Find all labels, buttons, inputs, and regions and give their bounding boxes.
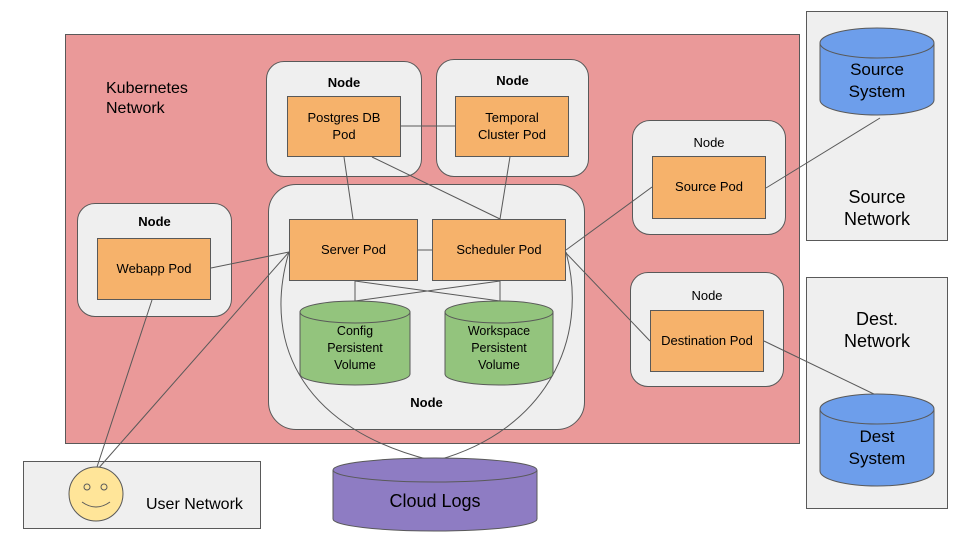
user-network [23, 461, 261, 529]
node-webapp-label: Node [138, 214, 171, 229]
workspace-volume-line2: Persistent [471, 340, 527, 355]
temporal-pod-line1: Temporal [485, 109, 539, 125]
destination-pod: Destination Pod [650, 310, 764, 372]
user-network-label: User Network [146, 496, 243, 513]
edge-server-user [96, 251, 290, 471]
source-system-label: Source System [820, 58, 934, 104]
node-destination-label: Node [691, 288, 723, 303]
config-volume-cylinder [299, 300, 411, 386]
workspace-volume-line3: Volume [478, 357, 520, 372]
webapp-pod: Webapp Pod [97, 238, 211, 300]
config-volume-line1: Config [336, 323, 374, 338]
node-postgres-label: Node [327, 75, 361, 90]
edge-destination-system [763, 340, 879, 397]
edge-postgres-scheduler [371, 156, 501, 220]
dest-system-label-line1: Dest [859, 427, 895, 446]
edge-server-logs [280, 251, 431, 461]
kubernetes-network-label: Kubernetes Network [106, 79, 188, 119]
source-system-cylinder [819, 27, 935, 116]
dest-network-label-line2: Network [843, 331, 910, 351]
edge-scheduler-logs [437, 251, 573, 461]
dest-system-cylinder [819, 393, 935, 487]
edge-scheduler-config [354, 280, 501, 302]
config-volume-label: Config Persistent Volume [300, 322, 410, 374]
source-network-label-line2: Network [843, 209, 910, 229]
edge-source-system [765, 117, 881, 189]
workspace-volume-line1: Workspace [467, 323, 531, 338]
source-system-label-line2: System [848, 82, 906, 101]
edge-webapp-server [210, 251, 290, 269]
source-network-label-line1: Source [848, 187, 906, 207]
cloud-logs-cylinder [332, 457, 538, 532]
node-temporal-label: Node [496, 73, 529, 88]
kubernetes-network-label-line2: Network [106, 100, 165, 117]
workspace-volume-cylinder [444, 300, 554, 386]
source-network-label: Source Network [806, 186, 948, 230]
dest-network-label: Dest. Network [806, 308, 948, 352]
postgres-pod-line1: Postgres DB [307, 109, 381, 125]
source-pod: Source Pod [652, 156, 766, 219]
dest-network-label-line1: Dest. [855, 309, 898, 329]
config-volume-line2: Persistent [327, 340, 383, 355]
workspace-volume-label: Workspace Persistent Volume [445, 322, 553, 374]
postgres-pod-line2: Pod [332, 126, 356, 142]
postgres-pod: Postgres DB Pod [287, 96, 401, 157]
edge-scheduler-destination [565, 252, 651, 342]
temporal-pod-line2: Cluster Pod [478, 126, 546, 142]
cloud-logs-label: Cloud Logs [389, 490, 481, 511]
config-volume-line3: Volume [334, 357, 376, 372]
server-pod: Server Pod [289, 219, 418, 281]
edge-webapp-user [95, 299, 153, 471]
node-main-label: Node [410, 395, 443, 410]
edge-scheduler-source [565, 186, 653, 251]
source-system-label-line1: Source [850, 60, 904, 79]
dest-system-label: Dest System [820, 425, 934, 471]
node-source-label: Node [693, 135, 725, 150]
edge-postgres-server [343, 156, 354, 220]
kubernetes-network-label-line1: Kubernetes [106, 80, 188, 97]
temporal-pod: Temporal Cluster Pod [455, 96, 569, 157]
scheduler-pod: Scheduler Pod [432, 219, 566, 281]
dest-system-label-line2: System [848, 449, 906, 468]
user-smiley-icon [68, 466, 124, 522]
